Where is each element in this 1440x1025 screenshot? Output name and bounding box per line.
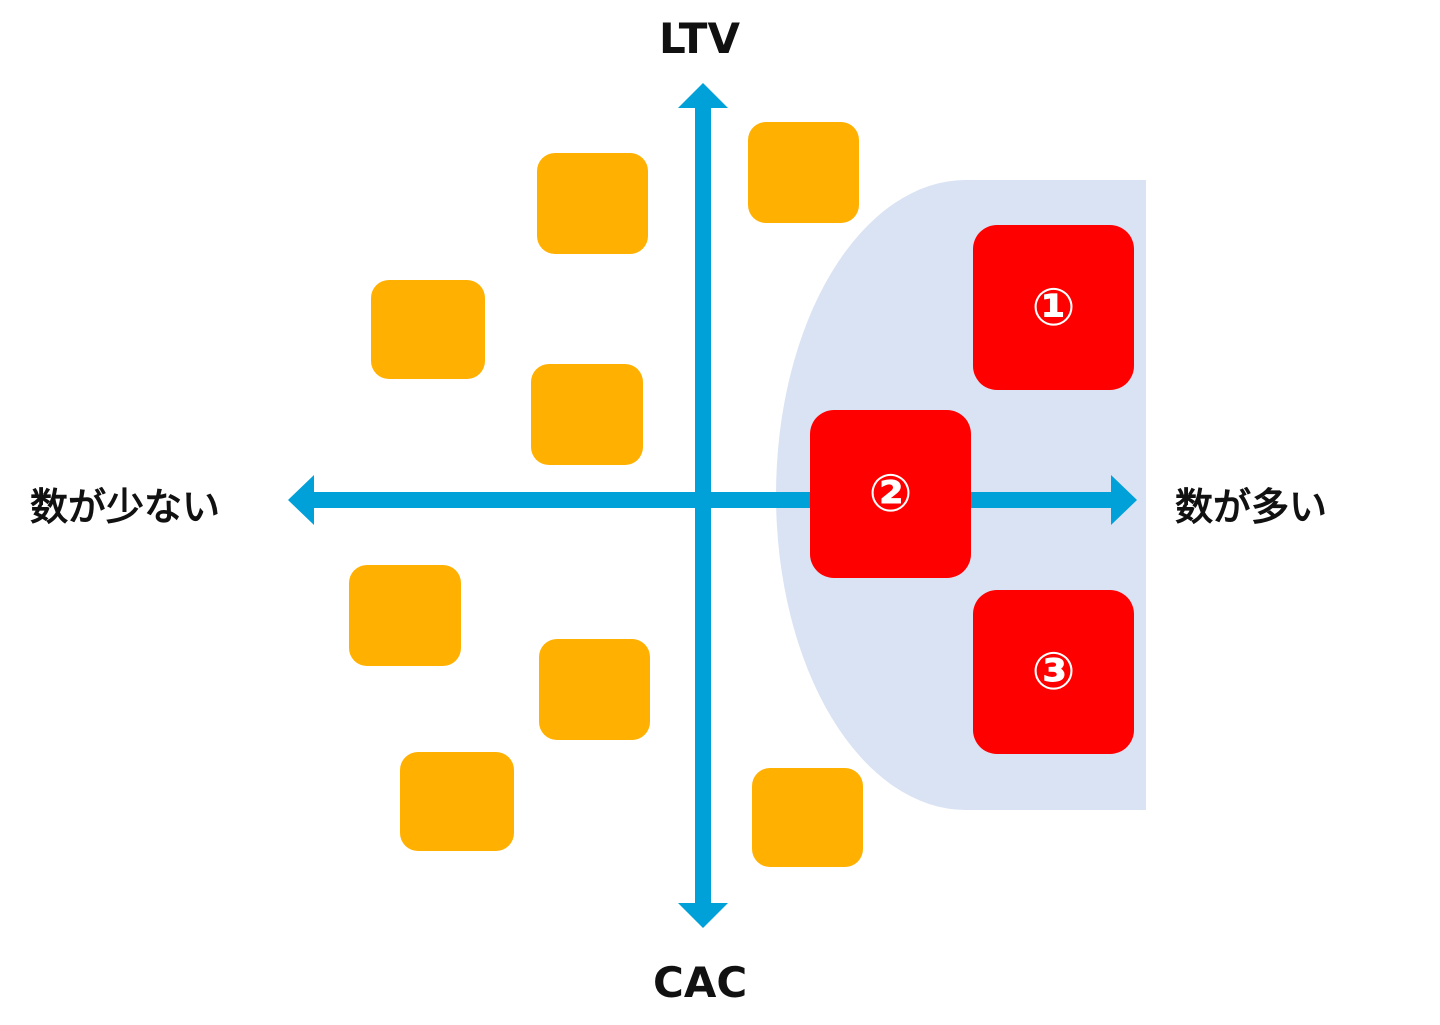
arrow-up-icon [678, 83, 728, 108]
item-box [752, 768, 863, 867]
item-box [539, 639, 650, 740]
item-box [400, 752, 514, 851]
arrow-left-icon [288, 475, 314, 525]
axis-label-left: 数が少ない [30, 485, 221, 529]
item-box [349, 565, 461, 666]
axis-label-right: 数が多い [1175, 485, 1328, 529]
axis-label-top: LTV [659, 14, 740, 63]
highlight-box-2: ② [810, 410, 971, 578]
item-box [531, 364, 643, 465]
item-box [748, 122, 859, 223]
arrow-right-icon [1111, 475, 1137, 525]
item-box [537, 153, 648, 254]
highlight-label: ② [868, 464, 913, 524]
horizontal-axis [312, 492, 1114, 508]
axis-label-bottom: CAC [653, 958, 748, 1007]
highlight-box-1: ① [973, 225, 1134, 390]
highlight-label: ③ [1031, 642, 1076, 702]
item-box [371, 280, 485, 379]
highlight-label: ① [1031, 277, 1076, 338]
highlight-box-3: ③ [973, 590, 1134, 754]
arrow-down-icon [678, 903, 728, 928]
